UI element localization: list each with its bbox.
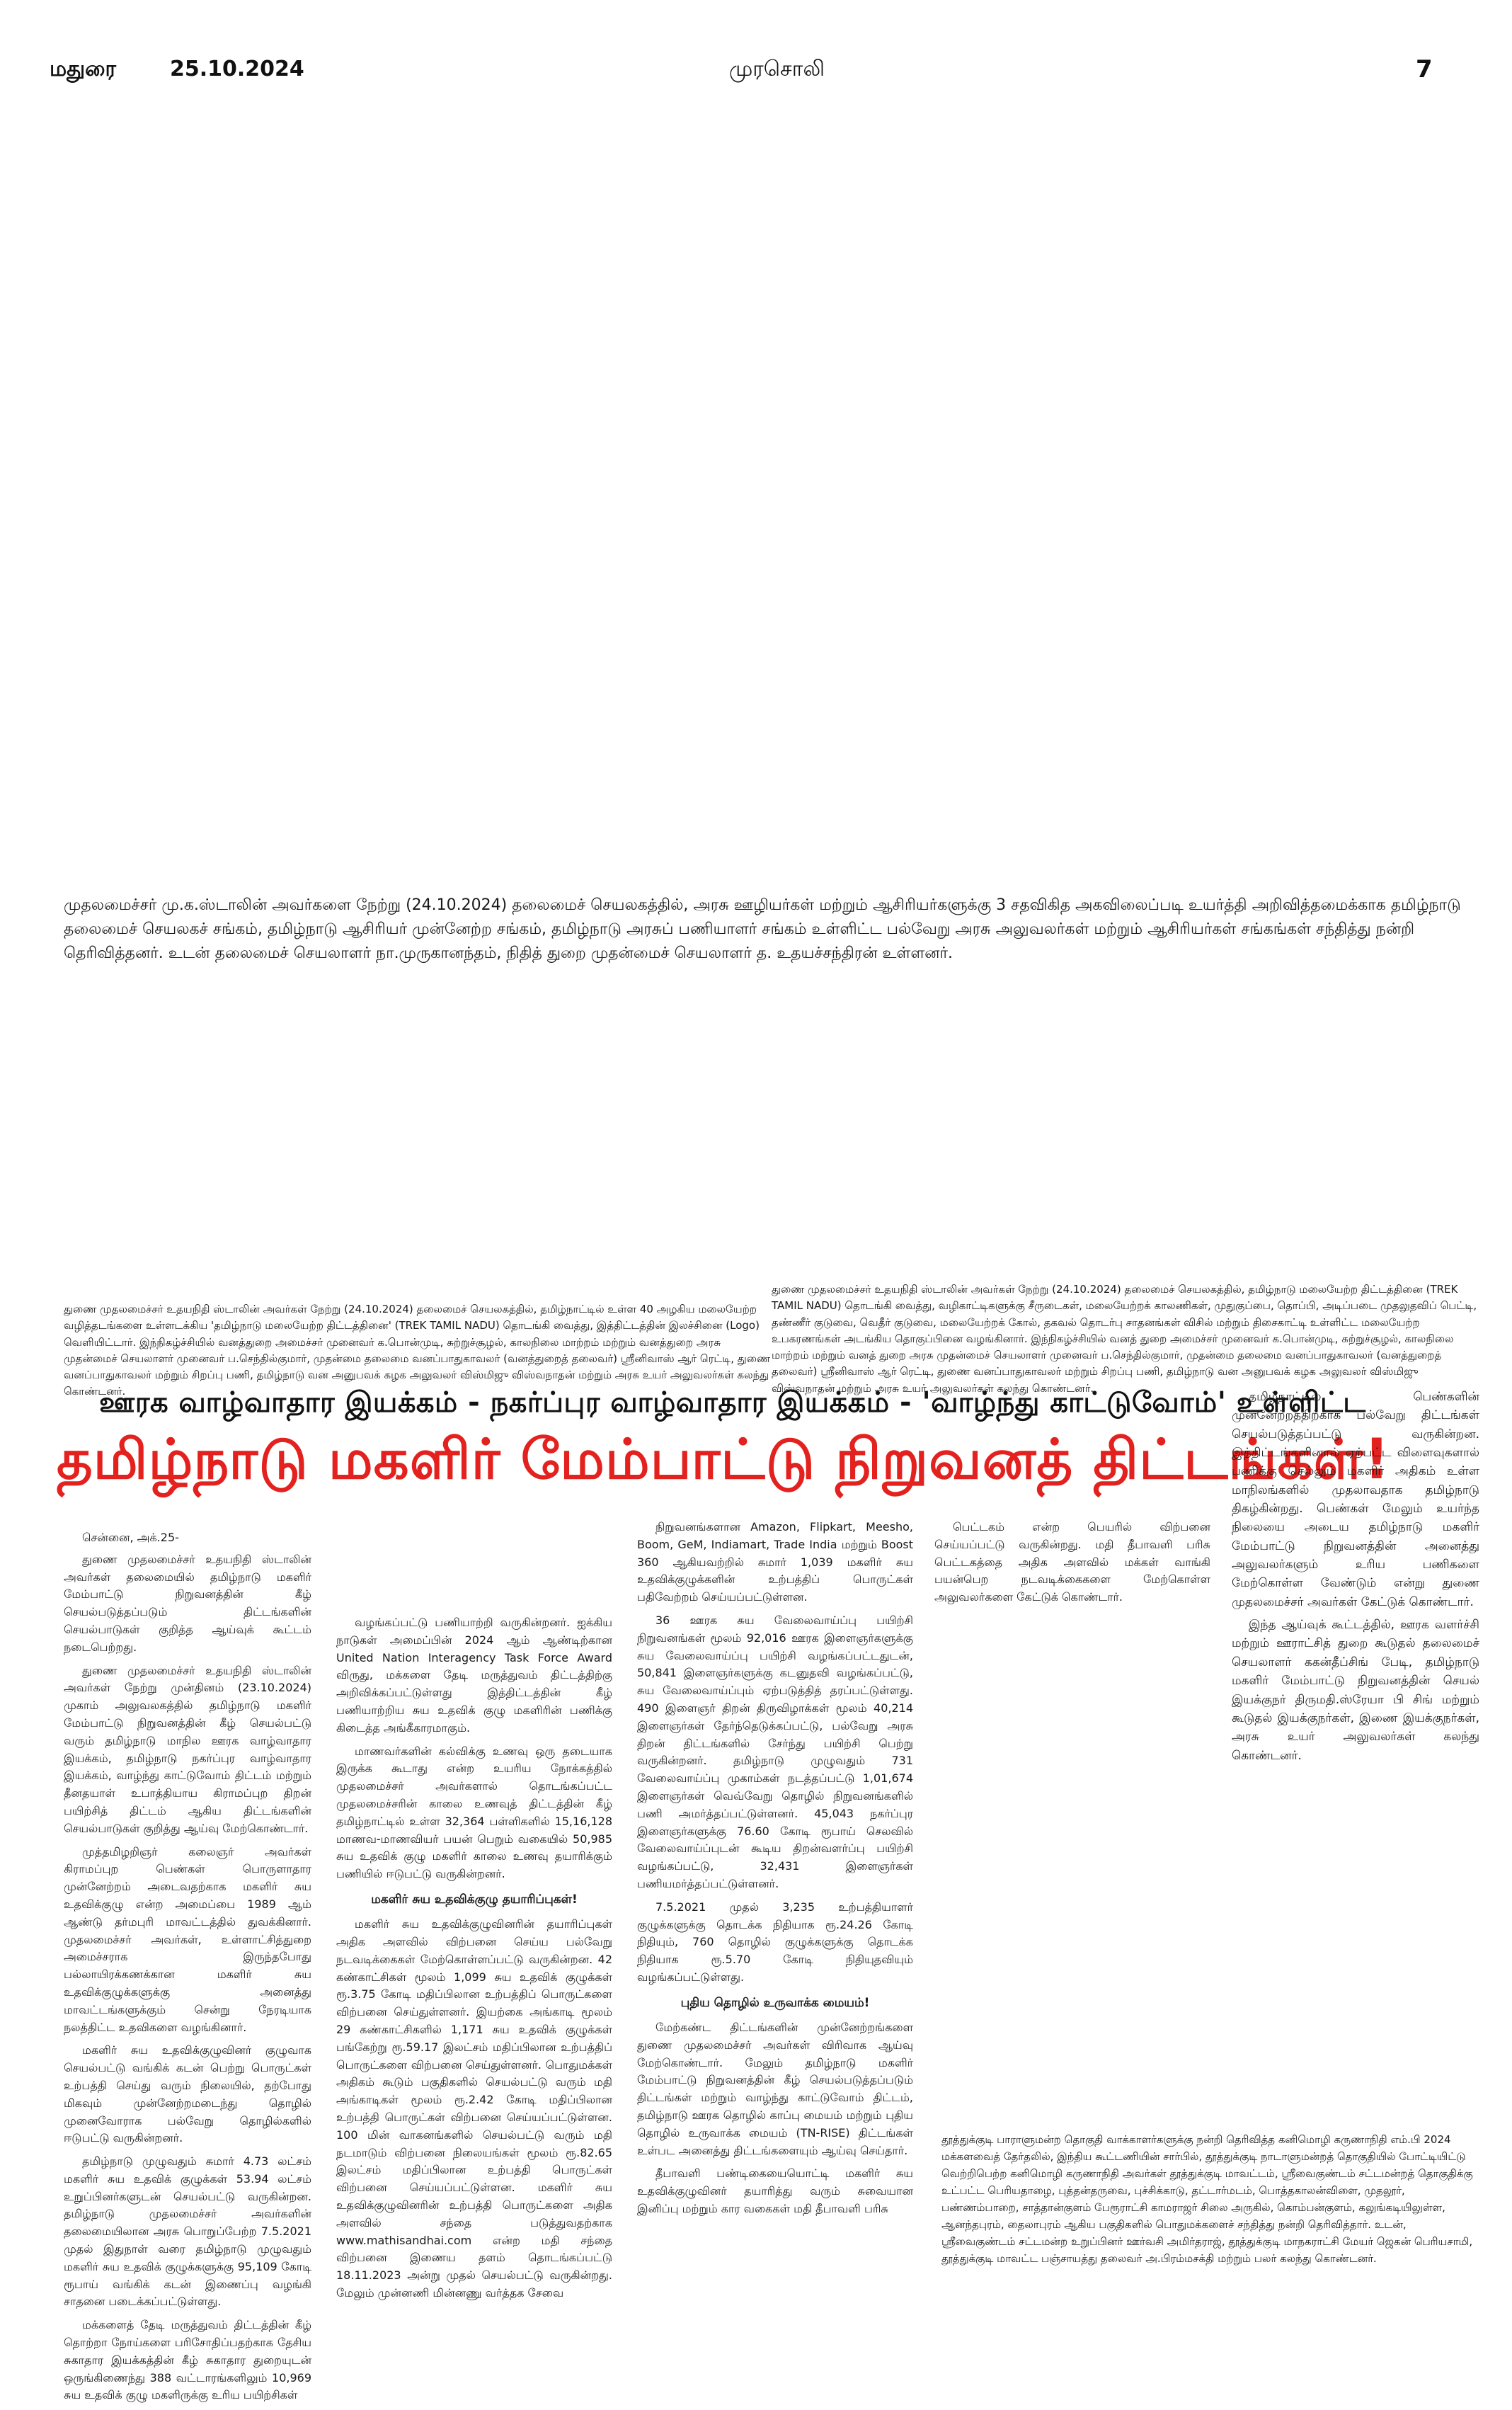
paragraph: மேற்கண்ட திட்டங்களின் முன்னேற்றங்களை துண…	[637, 2021, 913, 2157]
header-city: மதுரை	[50, 57, 117, 81]
paragraph: தமிழ்நாட்டில் பெண்களின் முன்னேற்றத்திற்க…	[1232, 1390, 1479, 1609]
paragraph: துணை முதலமைச்சர் உதயநிதி ஸ்டாலின் அவர்கள…	[64, 1663, 311, 1835]
paragraph: துணை முதலமைச்சர் உதயநிதி ஸ்டாலின் அவர்கள…	[64, 1552, 311, 1654]
article-side-column: தமிழ்நாட்டில் பெண்களின் முன்னேற்றத்திற்க…	[1232, 1388, 1479, 1769]
header-date: 25.10.2024	[170, 57, 304, 81]
top-photo-caption: முதலமைச்சர் மு.க.ஸ்டாலின் அவர்களை நேற்று…	[64, 896, 1461, 963]
right-photo-caption: துணை முதலமைச்சர் உதயநிதி ஸ்டாலின் அவர்கள…	[772, 1283, 1477, 1395]
article-kicker: ஊரக வாழ்வாதார இயக்கம் - நகர்ப்புர வாழ்வா…	[99, 1386, 1366, 1419]
paragraph: 7.5.2021 முதல் 3,235 உற்பத்தியாளர் குழுக…	[637, 1900, 913, 1984]
paragraph: முத்தமிழறிஞர் கலைஞர் அவர்கள் கிராமப்புற …	[64, 1844, 311, 2034]
bottom-right-photo-caption: தூத்துக்குடி பாராளுமன்ற தொகுதி வாக்காளர்…	[941, 2133, 1473, 2265]
paragraph: மாணவர்களின் கல்விக்கு உணவு ஒரு தடையாக இர…	[336, 1744, 612, 1881]
subheading: புதிய தொழில் உருவாக்க மையம்!	[680, 1995, 870, 2010]
paragraph: 36 ஊரக சுய வேலைவாய்ப்பு பயிற்சி நிறுவனங்…	[637, 1613, 913, 1890]
dateline: சென்னை, அக்.25-	[82, 1531, 179, 1544]
paragraph: மகளிர் சுய உதவிக்குழுவினரின் தயாரிப்புகள…	[336, 1917, 612, 2300]
paragraph: மகளிர் சுய உதவிக்குழுவினர் குழுவாக செயல்…	[64, 2043, 311, 2145]
article-column-4: பெட்டகம் என்ற பெயரில் விற்பனை செய்யப்பட்…	[934, 1519, 1210, 1612]
article-column-3: நிறுவனங்களான Amazon, Flipkart, Meesho, B…	[637, 1519, 913, 2224]
paragraph: தீபாவளி பண்டிகையையொட்டி மகளிர் சுய உதவிக…	[637, 2166, 913, 2216]
paragraph: தமிழ்நாடு முழுவதும் சுமார் 4.73 லட்சம் ம…	[64, 2154, 311, 2309]
article-headline: தமிழ்நாடு மகளிர் மேம்பாட்டு நிறுவனத் திட…	[57, 1428, 1390, 1492]
subheading: மகளிர் சுய உதவிக்குழு தயாரிப்புகள்!	[371, 1892, 578, 1907]
left-photo-caption: துணை முதலமைச்சர் உதயநிதி ஸ்டாலின் அவர்கள…	[64, 1303, 771, 1398]
paragraph: பெட்டகம் என்ற பெயரில் விற்பனை செய்யப்பட்…	[934, 1520, 1210, 1604]
paragraph: இந்த ஆய்வுக் கூட்டத்தில், ஊரக வளர்ச்சி ம…	[1232, 1618, 1479, 1763]
article-column-1: சென்னை, அக்.25- துணை முதலமைச்சர் உதயநிதி…	[64, 1529, 311, 2410]
paragraph: நிறுவனங்களான Amazon, Flipkart, Meesho, B…	[637, 1520, 913, 1604]
paragraph: வழங்கப்பட்டு பணியாற்றி வருகின்றனர். ஐக்க…	[336, 1616, 612, 1735]
article-column-2: வழங்கப்பட்டு பணியாற்றி வருகின்றனர். ஐக்க…	[336, 1614, 612, 2308]
paragraph: மக்களைத் தேடி மருத்துவம் திட்டத்தின் கீழ…	[64, 2318, 311, 2402]
page-number: 7	[1416, 55, 1433, 84]
header-paper-name: முரசொலி	[729, 57, 825, 81]
